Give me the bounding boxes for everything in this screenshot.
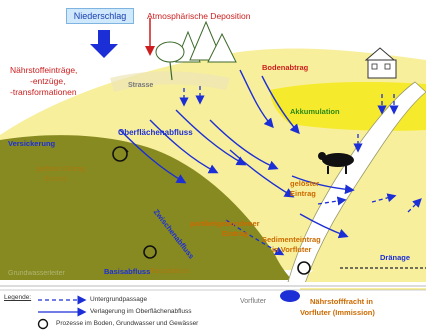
basisabfluss-label: Basisabfluss xyxy=(104,267,151,276)
legend-process-icon xyxy=(37,318,49,330)
water-pool xyxy=(280,290,300,302)
fracht-label-2: Vorfluter (Immission) xyxy=(300,308,375,317)
oberflaechenabfluss-label: Oberflächenabfluss xyxy=(118,128,193,137)
bodenabtrag-label: Bodenabtrag xyxy=(262,63,309,72)
lower-right-soil xyxy=(300,235,426,290)
faded-label-3: Erosion xyxy=(44,176,68,183)
faded-label-2: Basisabfluss xyxy=(150,268,190,275)
geloest-label-1: gelöster xyxy=(290,179,320,188)
house xyxy=(364,47,397,79)
precipitation-arrow xyxy=(90,30,118,58)
sediment-label-2: in Vorfluter xyxy=(272,245,312,254)
subsurface-arrows xyxy=(179,86,422,256)
grundwasserleiter-label: Grundwasserleiter xyxy=(8,270,65,277)
versickerung-label: Versickerung xyxy=(8,139,56,148)
strasse-label: Strasse xyxy=(128,82,154,89)
naehrstoff-label-1: Nährstoffeinträge, xyxy=(10,65,78,75)
legend-item-2: Verlagerung im Oberflächenabfluss xyxy=(90,308,192,315)
road-strip xyxy=(110,71,230,92)
trees xyxy=(155,20,237,81)
partikel-label-1: partikelgebundener xyxy=(190,219,260,228)
partikel-label-2: Eintrag xyxy=(222,229,248,238)
groundwater-layer xyxy=(0,135,292,280)
niederschlag-label: Niederschlag xyxy=(66,8,134,24)
naehrstoff-label-2: -entzüge, xyxy=(30,76,66,86)
process-symbols xyxy=(112,146,311,275)
vorfluter-label: Vorfluter xyxy=(240,298,267,305)
deposition-label: Atmosphärische Deposition xyxy=(147,11,251,21)
runoff-arrows xyxy=(119,69,355,239)
sediment-label-1: Sedimenteintrag xyxy=(262,235,321,244)
faded-label-1: gelöster Eintrag xyxy=(36,166,86,173)
fracht-label-1: Nährstofffracht in xyxy=(310,297,373,306)
draenage-label: Dränage xyxy=(380,253,411,262)
geloest-label-2: Eintrag xyxy=(290,189,316,198)
legend-item-3: Prozesse im Boden, Grundwasser und Gewäs… xyxy=(56,320,199,327)
akkumulation-label: Akkumulation xyxy=(290,107,340,116)
legend-item-1: Untergrundpassage xyxy=(90,296,148,303)
legend-title: Legende: xyxy=(4,294,32,301)
cow-icon xyxy=(318,152,354,174)
naehrstoff-label-3: -transformationen xyxy=(10,87,77,97)
